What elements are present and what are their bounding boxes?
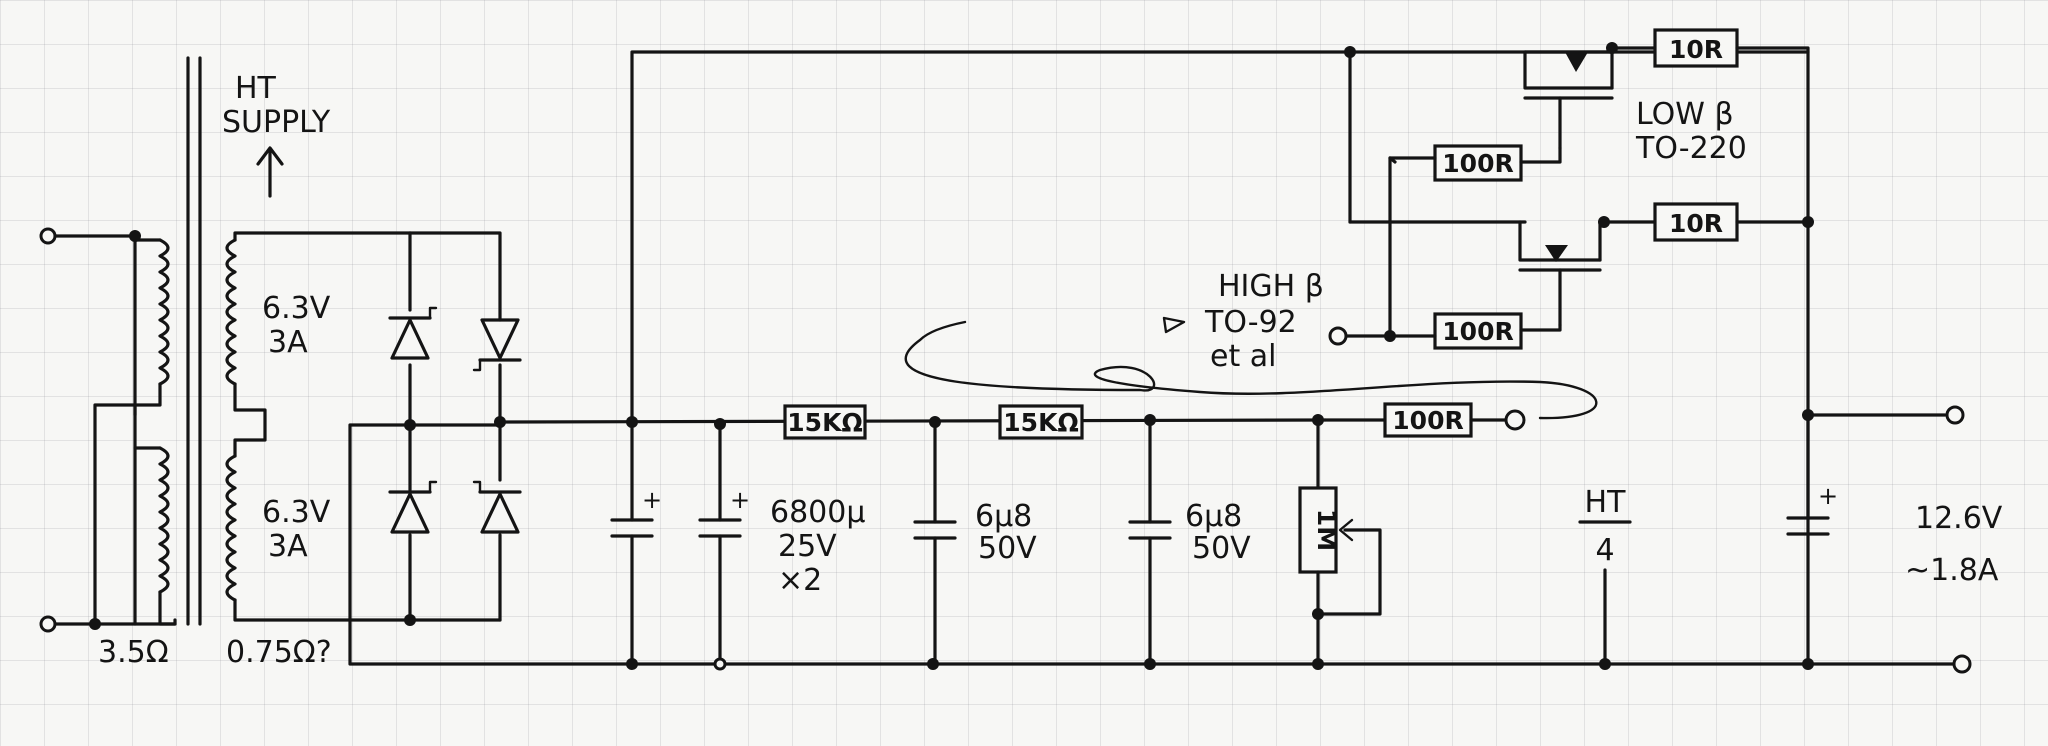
mains-input-terminal-bottom[interactable] (39, 615, 57, 633)
resistor-100r-gate-bottom-label: 100R (1442, 317, 1513, 346)
bias-output-terminal[interactable] (1504, 409, 1526, 431)
output-terminals (1806, 405, 1972, 674)
resistor-10r-top (1653, 28, 1739, 68)
svg-text:+: + (730, 486, 750, 514)
link-loop (904, 316, 1598, 420)
reservoir-cap-value: 6800µ (770, 495, 865, 530)
filter-cap-1-voltage: 50V (978, 531, 1037, 566)
low-beta-label: LOW β (1636, 97, 1734, 132)
bridge-rectifier (348, 231, 522, 626)
winding-bottom-voltage: 6.3V (262, 495, 331, 530)
resistor-10r-bottom (1653, 202, 1739, 242)
filter-capacitor-2 (1128, 414, 1172, 670)
winding-top-voltage: 6.3V (262, 291, 331, 326)
filter-cap-1-value: 6µ8 (975, 499, 1032, 534)
svg-text:+: + (642, 486, 662, 514)
resistor-15k-2: 15KΩ (998, 404, 1084, 440)
resistor-100r-bias: 100R (1323, 402, 1526, 438)
filter-cap-2-value: 6µ8 (1185, 499, 1242, 534)
diode-d1-icon (388, 306, 438, 360)
resistor-15k-2-label: 15KΩ (1003, 408, 1078, 437)
potentiometer-1m-label: 1M (1312, 509, 1341, 551)
output-voltage-label: 12.6V (1915, 501, 2003, 536)
output-capacitor: + (1786, 409, 1838, 670)
secondary-windings (225, 231, 412, 622)
resistor-100r-bias-label: 100R (1392, 406, 1463, 435)
winding-top-current: 3A (268, 325, 308, 360)
mosfet-q2-icon (1518, 216, 1610, 327)
mosfet-q1-icon (1523, 42, 1618, 150)
mains-input-terminal-top[interactable] (39, 227, 57, 245)
resistor-15k-1-label: 15KΩ (787, 408, 862, 437)
resistor-15k-1: 15KΩ (783, 404, 867, 440)
ht-fraction-bottom: 4 (1595, 533, 1614, 568)
ht-fraction-top: HT (1585, 485, 1627, 520)
svg-text:+: + (1818, 482, 1838, 510)
resistor-10r-bottom-label: 10R (1669, 209, 1723, 238)
resistor-100r-gate-top-label: 100R (1442, 149, 1513, 178)
ht-supply-label-line1: HT (235, 71, 277, 106)
diode-d4-icon (472, 480, 522, 534)
ht-quarter-reference: HT 4 (1578, 485, 1632, 670)
low-beta-package-label: TO-220 (1635, 131, 1747, 166)
annotations: HT SUPPLY 6.3V 3A 6.3V 3A 3.5Ω 0.75Ω? 68… (98, 71, 2003, 670)
high-beta-label: HIGH β (1218, 269, 1324, 304)
gate-drive-input-terminal[interactable] (1328, 326, 1348, 346)
primary-resistance-label: 3.5Ω (98, 635, 169, 670)
potentiometer-1m: 1M (1298, 414, 1382, 670)
secondary-resistance-label: 0.75Ω? (226, 635, 332, 670)
regulator-mosfet-stage: 100R 100R 10R 10R (1328, 28, 1814, 350)
output-terminal-negative[interactable] (1952, 654, 1972, 674)
reservoir-cap-voltage: 25V (778, 529, 837, 564)
primary-winding (39, 227, 177, 633)
output-current-label: ~1.8A (1905, 553, 1999, 588)
diode-d2-icon (472, 318, 522, 372)
resistor-100r-gate-top (1433, 144, 1523, 182)
high-beta-etal-label: et al (1210, 339, 1276, 374)
transformer-core (186, 56, 202, 626)
reservoir-capacitor-2: + (698, 418, 750, 671)
winding-bottom-current: 3A (268, 529, 308, 564)
diode-d3-icon (388, 480, 438, 534)
reservoir-capacitor-1: + (610, 420, 662, 666)
ht-supply-arrow-icon (256, 146, 284, 198)
output-terminal-positive[interactable] (1945, 405, 1965, 425)
reservoir-cap-count: ×2 (778, 563, 822, 598)
filter-cap-2-voltage: 50V (1192, 531, 1251, 566)
high-beta-package-label: TO-92 (1204, 305, 1297, 340)
ht-supply-label-line2: SUPPLY (222, 105, 331, 140)
resistor-10r-top-label: 10R (1669, 35, 1723, 64)
filter-capacitor-1 (913, 416, 957, 670)
